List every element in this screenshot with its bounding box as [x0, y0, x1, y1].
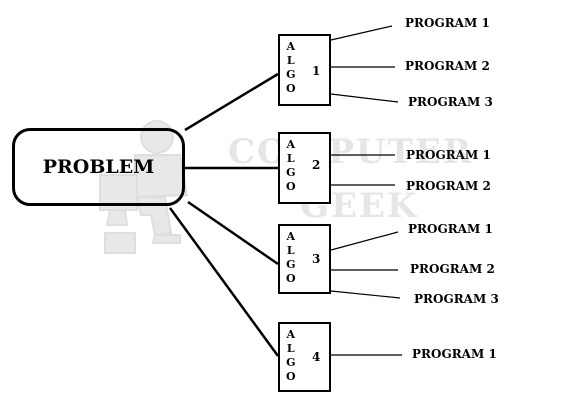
problem-node: PROBLEM — [12, 128, 185, 206]
program-label-a3-p1: PROGRAM 1 — [408, 222, 493, 236]
algo-letter: G — [286, 166, 296, 179]
connector-algo3-program1 — [330, 231, 399, 251]
connector-problem-algo-3 — [187, 200, 279, 266]
connector-algo3-program3 — [330, 290, 401, 299]
algo-letter: A — [286, 138, 296, 151]
algo-letters: A L G O — [286, 138, 296, 194]
algo-letter: A — [286, 40, 296, 53]
algo-letter: O — [286, 370, 296, 383]
algo-number: 2 — [312, 158, 321, 172]
watermark-line1: COMPUTER — [228, 132, 474, 172]
algo-node-2: A L G O 2 — [278, 132, 331, 204]
algo-number: 1 — [312, 64, 321, 78]
algo-number: 4 — [312, 350, 321, 364]
algo-node-3: A L G O 3 — [278, 224, 331, 294]
algo-node-1: A L G O 1 — [278, 34, 331, 106]
program-label-a1-p1: PROGRAM 1 — [405, 16, 490, 30]
person-at-computer-icon — [99, 120, 189, 254]
algo-letters: A L G O — [286, 328, 296, 384]
algo-node-4: A L G O 4 — [278, 322, 331, 392]
program-label-a3-p2: PROGRAM 2 — [410, 262, 495, 276]
algo-letter: L — [286, 244, 295, 257]
algo-letter: L — [286, 342, 295, 355]
problem-label: PROBLEM — [42, 156, 155, 178]
algo-letter: G — [286, 356, 296, 369]
connector-problem-algo-1 — [184, 72, 279, 132]
connector-algo1-program1 — [330, 25, 393, 41]
algo-letter: A — [286, 328, 296, 341]
program-label-a4-p1: PROGRAM 1 — [412, 347, 497, 361]
program-label-a2-p2: PROGRAM 2 — [406, 179, 491, 193]
algo-letter: L — [286, 152, 295, 165]
algo-letter: G — [286, 258, 296, 271]
program-label-a3-p3: PROGRAM 3 — [414, 292, 499, 306]
algo-letter: O — [286, 272, 296, 285]
algo-letter: O — [286, 180, 296, 193]
algo-letters: A L G O — [286, 230, 296, 286]
program-label-a2-p1: PROGRAM 1 — [406, 148, 491, 162]
algo-letter: L — [286, 54, 295, 67]
algo-number: 3 — [312, 252, 321, 266]
program-label-a1-p3: PROGRAM 3 — [408, 95, 493, 109]
algo-letter: A — [286, 230, 296, 243]
connector-problem-algo-4 — [168, 207, 280, 357]
algo-letters: A L G O — [286, 40, 296, 96]
connector-algo1-program3 — [330, 93, 399, 103]
algo-letter: O — [286, 82, 296, 95]
program-label-a1-p2: PROGRAM 2 — [405, 59, 490, 73]
algo-letter: G — [286, 68, 296, 81]
